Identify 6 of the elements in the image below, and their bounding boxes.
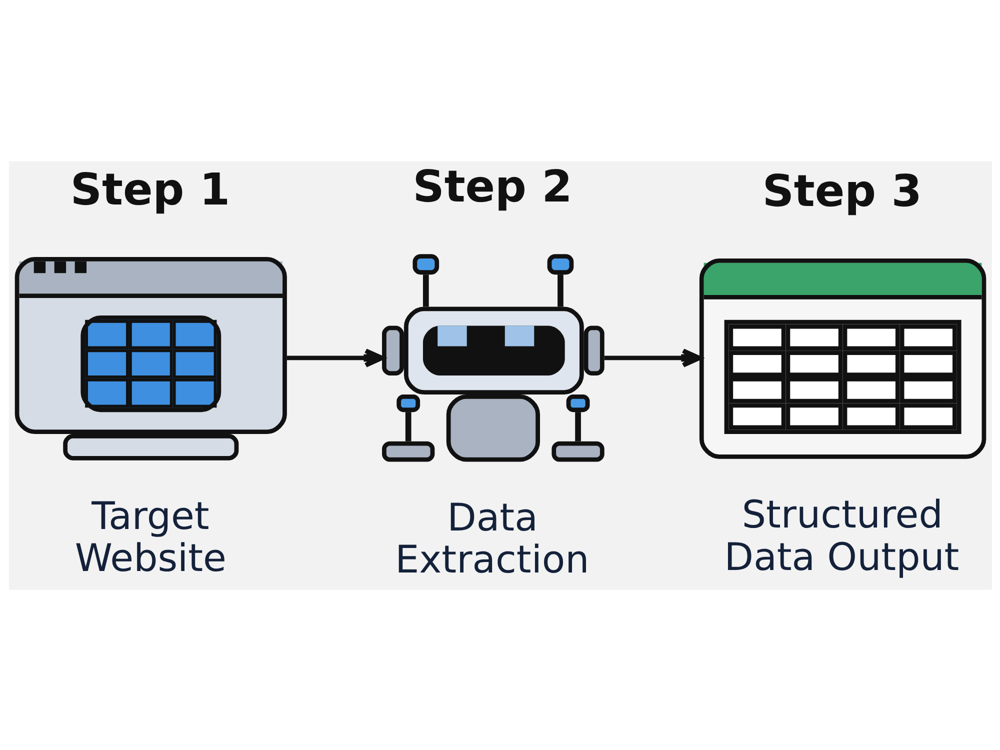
node-label: Data Extraction [394, 494, 589, 582]
node-label: Step 3 [762, 165, 922, 216]
node-label: Step 1 [70, 164, 230, 215]
node-label: Step 2 [412, 160, 572, 212]
node-label: Target Website [74, 493, 226, 580]
node-label: Structured Data Output [724, 492, 959, 578]
